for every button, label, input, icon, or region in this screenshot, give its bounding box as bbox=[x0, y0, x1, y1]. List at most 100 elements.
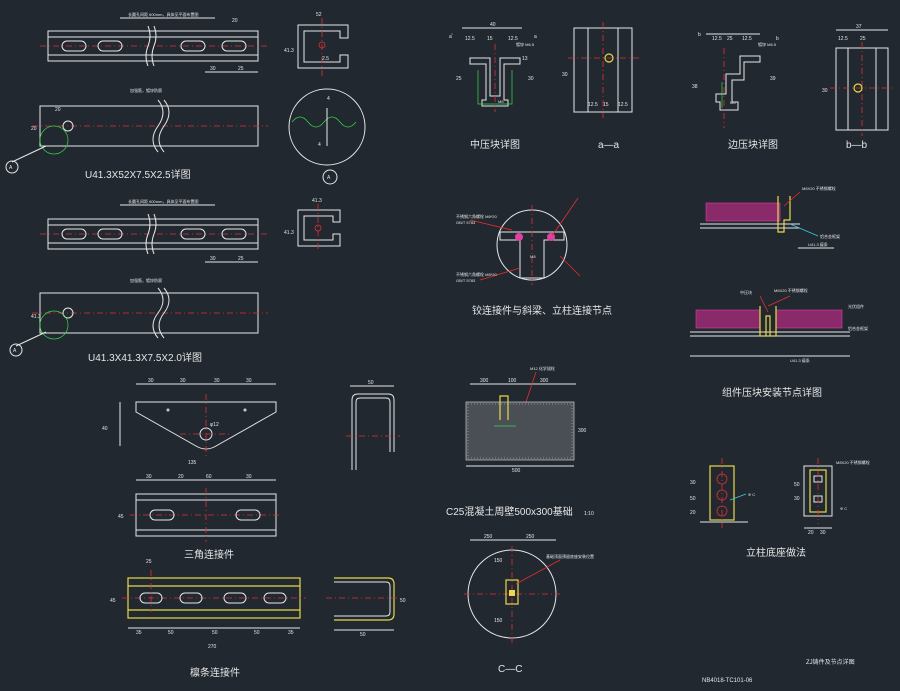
svg-text:不锈钢六角螺栓 M8*20: 不锈钢六角螺栓 M8*20 bbox=[456, 271, 497, 277]
svg-text:30: 30 bbox=[210, 66, 216, 72]
svg-text:加强筋，镀锌防腐: 加强筋，镀锌防腐 bbox=[130, 87, 162, 93]
svg-text:50: 50 bbox=[690, 496, 696, 502]
svg-text:1:10: 1:10 bbox=[584, 511, 594, 517]
svg-text:20: 20 bbox=[178, 474, 184, 480]
svg-text:40: 40 bbox=[102, 426, 108, 432]
svg-text:12.5: 12.5 bbox=[588, 102, 598, 108]
svg-text:30: 30 bbox=[214, 378, 220, 384]
svg-text:30: 30 bbox=[210, 256, 216, 262]
svg-text:30: 30 bbox=[246, 474, 252, 480]
svg-text:Φ C: Φ C bbox=[748, 492, 755, 497]
svg-text:U41.3X52X7.5X2.5详图: U41.3X52X7.5X2.5详图 bbox=[85, 168, 191, 181]
svg-text:a—a: a—a bbox=[598, 140, 620, 151]
svg-text:长圆孔间距 600mm，具体见平面布置图: 长圆孔间距 600mm，具体见平面布置图 bbox=[128, 198, 198, 204]
svg-text:15: 15 bbox=[603, 102, 609, 108]
detail-a-circle: 4 4 A bbox=[289, 89, 365, 184]
svg-text:38: 38 bbox=[692, 84, 698, 90]
svg-text:光伏组件: 光伏组件 bbox=[848, 303, 864, 309]
hinge-node-view: 不锈钢六角螺栓 M8*20 GB/T 5783 不锈钢六角螺栓 M8*20 GB… bbox=[456, 198, 612, 317]
svg-text:镀锌 M6.5: 镀锌 M6.5 bbox=[516, 41, 535, 47]
svg-text:M8: M8 bbox=[530, 254, 536, 259]
svg-text:4: 4 bbox=[318, 142, 321, 148]
svg-text:250: 250 bbox=[484, 534, 493, 540]
column-base-view: Φ C 30 50 20 20 30 50 30 M8X20 不锈钢螺栓 Φ C… bbox=[690, 458, 870, 559]
svg-text:M6X20 不锈钢螺栓: M6X20 不锈钢螺栓 bbox=[802, 185, 836, 191]
svg-text:300: 300 bbox=[578, 428, 587, 434]
svg-text:250: 250 bbox=[526, 534, 535, 540]
svg-text:500: 500 bbox=[512, 468, 521, 474]
svg-text:檩条连接件: 檩条连接件 bbox=[190, 666, 240, 679]
svg-text:立柱底座做法: 立柱底座做法 bbox=[746, 546, 806, 559]
svg-text:镀锌 M6.5: 镀锌 M6.5 bbox=[758, 41, 777, 47]
svg-text:U41.3X41.3X7.5X2.0详图: U41.3X41.3X7.5X2.0详图 bbox=[88, 351, 202, 364]
svg-text:b: b bbox=[776, 36, 779, 42]
svg-text:铝合金框架: 铝合金框架 bbox=[820, 233, 840, 239]
svg-text:ZJ铸件及节点详图: ZJ铸件及节点详图 bbox=[806, 658, 855, 666]
svg-text:三角连接件: 三角连接件 bbox=[184, 548, 234, 561]
svg-text:30: 30 bbox=[822, 88, 828, 94]
svg-text:中压块: 中压块 bbox=[740, 289, 752, 295]
u41-cross-section: 41.3 41.3 bbox=[284, 198, 340, 252]
svg-text:铝合金框架: 铝合金框架 bbox=[848, 325, 868, 331]
svg-text:30: 30 bbox=[690, 480, 696, 486]
module-node-view: M6X20 不锈钢螺栓 铝合金框架 U41.3 檩条 中压块 M6X20 不锈钢… bbox=[690, 185, 868, 399]
svg-text:30: 30 bbox=[820, 530, 826, 536]
u52-cross-section: 52 41.3 2.5 bbox=[284, 12, 348, 76]
u52-side-view: A 20 20 加强筋，镀锌防腐 U41.3X52X7.5X2.5详图 bbox=[6, 87, 268, 181]
svg-text:50: 50 bbox=[212, 630, 218, 636]
svg-text:b: b bbox=[698, 32, 701, 38]
svg-text:a: a bbox=[449, 34, 452, 40]
svg-text:2.5: 2.5 bbox=[322, 56, 329, 62]
svg-text:150: 150 bbox=[494, 618, 503, 624]
triangle-connector-view: 30 30 30 30 40 φ12 135 30 20 60 30 45 三角… bbox=[102, 378, 282, 561]
svg-text:37: 37 bbox=[856, 24, 862, 30]
svg-text:270: 270 bbox=[208, 644, 217, 650]
svg-text:不锈钢六角螺栓 M8*20: 不锈钢六角螺栓 M8*20 bbox=[456, 213, 497, 219]
svg-text:45: 45 bbox=[110, 598, 116, 604]
svg-text:25: 25 bbox=[238, 256, 244, 262]
svg-text:20: 20 bbox=[232, 18, 238, 24]
svg-text:M6: M6 bbox=[498, 99, 504, 104]
svg-text:30: 30 bbox=[794, 496, 800, 502]
svg-text:50: 50 bbox=[400, 598, 406, 604]
svg-text:U41.3 檩条: U41.3 檩条 bbox=[790, 357, 810, 363]
svg-text:40: 40 bbox=[490, 22, 496, 28]
section-c-view: 250 250 基础顶面预留底座安装位置 150 150 C—C bbox=[464, 534, 594, 675]
svg-text:M6X20 不锈钢螺栓: M6X20 不锈钢螺栓 bbox=[774, 287, 808, 293]
svg-text:15: 15 bbox=[487, 36, 493, 42]
svg-text:铰连接件与斜梁、立柱连接节点: 铰连接件与斜梁、立柱连接节点 bbox=[472, 304, 612, 317]
svg-text:20: 20 bbox=[690, 510, 696, 516]
u41-plan-view: 30 25 长圆孔间距 600mm，具体见平面布置图 bbox=[40, 198, 268, 262]
svg-text:φ12: φ12 bbox=[210, 422, 219, 428]
svg-text:中压块详图: 中压块详图 bbox=[470, 138, 520, 151]
svg-text:GB/T 5783: GB/T 5783 bbox=[456, 278, 476, 283]
svg-text:50: 50 bbox=[368, 380, 374, 386]
triangle-side-view: 50 bbox=[346, 380, 400, 470]
svg-text:25: 25 bbox=[456, 76, 462, 82]
svg-text:135: 135 bbox=[188, 460, 197, 466]
svg-text:U41.3 檩条: U41.3 檩条 bbox=[808, 241, 828, 247]
title-block: ZJ铸件及节点详图 NB4018-TC101-06 bbox=[702, 658, 855, 684]
svg-text:150: 150 bbox=[494, 558, 503, 564]
svg-text:M8X20 不锈钢螺栓: M8X20 不锈钢螺栓 bbox=[836, 459, 870, 465]
svg-text:50: 50 bbox=[794, 482, 800, 488]
svg-text:M6: M6 bbox=[730, 100, 736, 105]
purlin-section-view: 50 50 bbox=[326, 578, 406, 638]
svg-text:30: 30 bbox=[146, 474, 152, 480]
svg-text:50: 50 bbox=[168, 630, 174, 636]
section-a-view: 12.5 15 12.5 30 a—a bbox=[562, 22, 640, 151]
svg-text:41.3: 41.3 bbox=[31, 314, 41, 320]
svg-text:b—b: b—b bbox=[846, 140, 868, 151]
svg-text:52: 52 bbox=[316, 12, 322, 18]
svg-text:20: 20 bbox=[31, 126, 37, 132]
svg-text:35: 35 bbox=[288, 630, 294, 636]
svg-text:12.5: 12.5 bbox=[712, 36, 722, 42]
svg-text:100: 100 bbox=[508, 378, 517, 384]
svg-text:25: 25 bbox=[727, 36, 733, 42]
svg-text:41.3: 41.3 bbox=[284, 230, 294, 236]
svg-text:a: a bbox=[534, 34, 537, 40]
svg-text:25: 25 bbox=[238, 66, 244, 72]
svg-text:41.3: 41.3 bbox=[284, 48, 294, 54]
